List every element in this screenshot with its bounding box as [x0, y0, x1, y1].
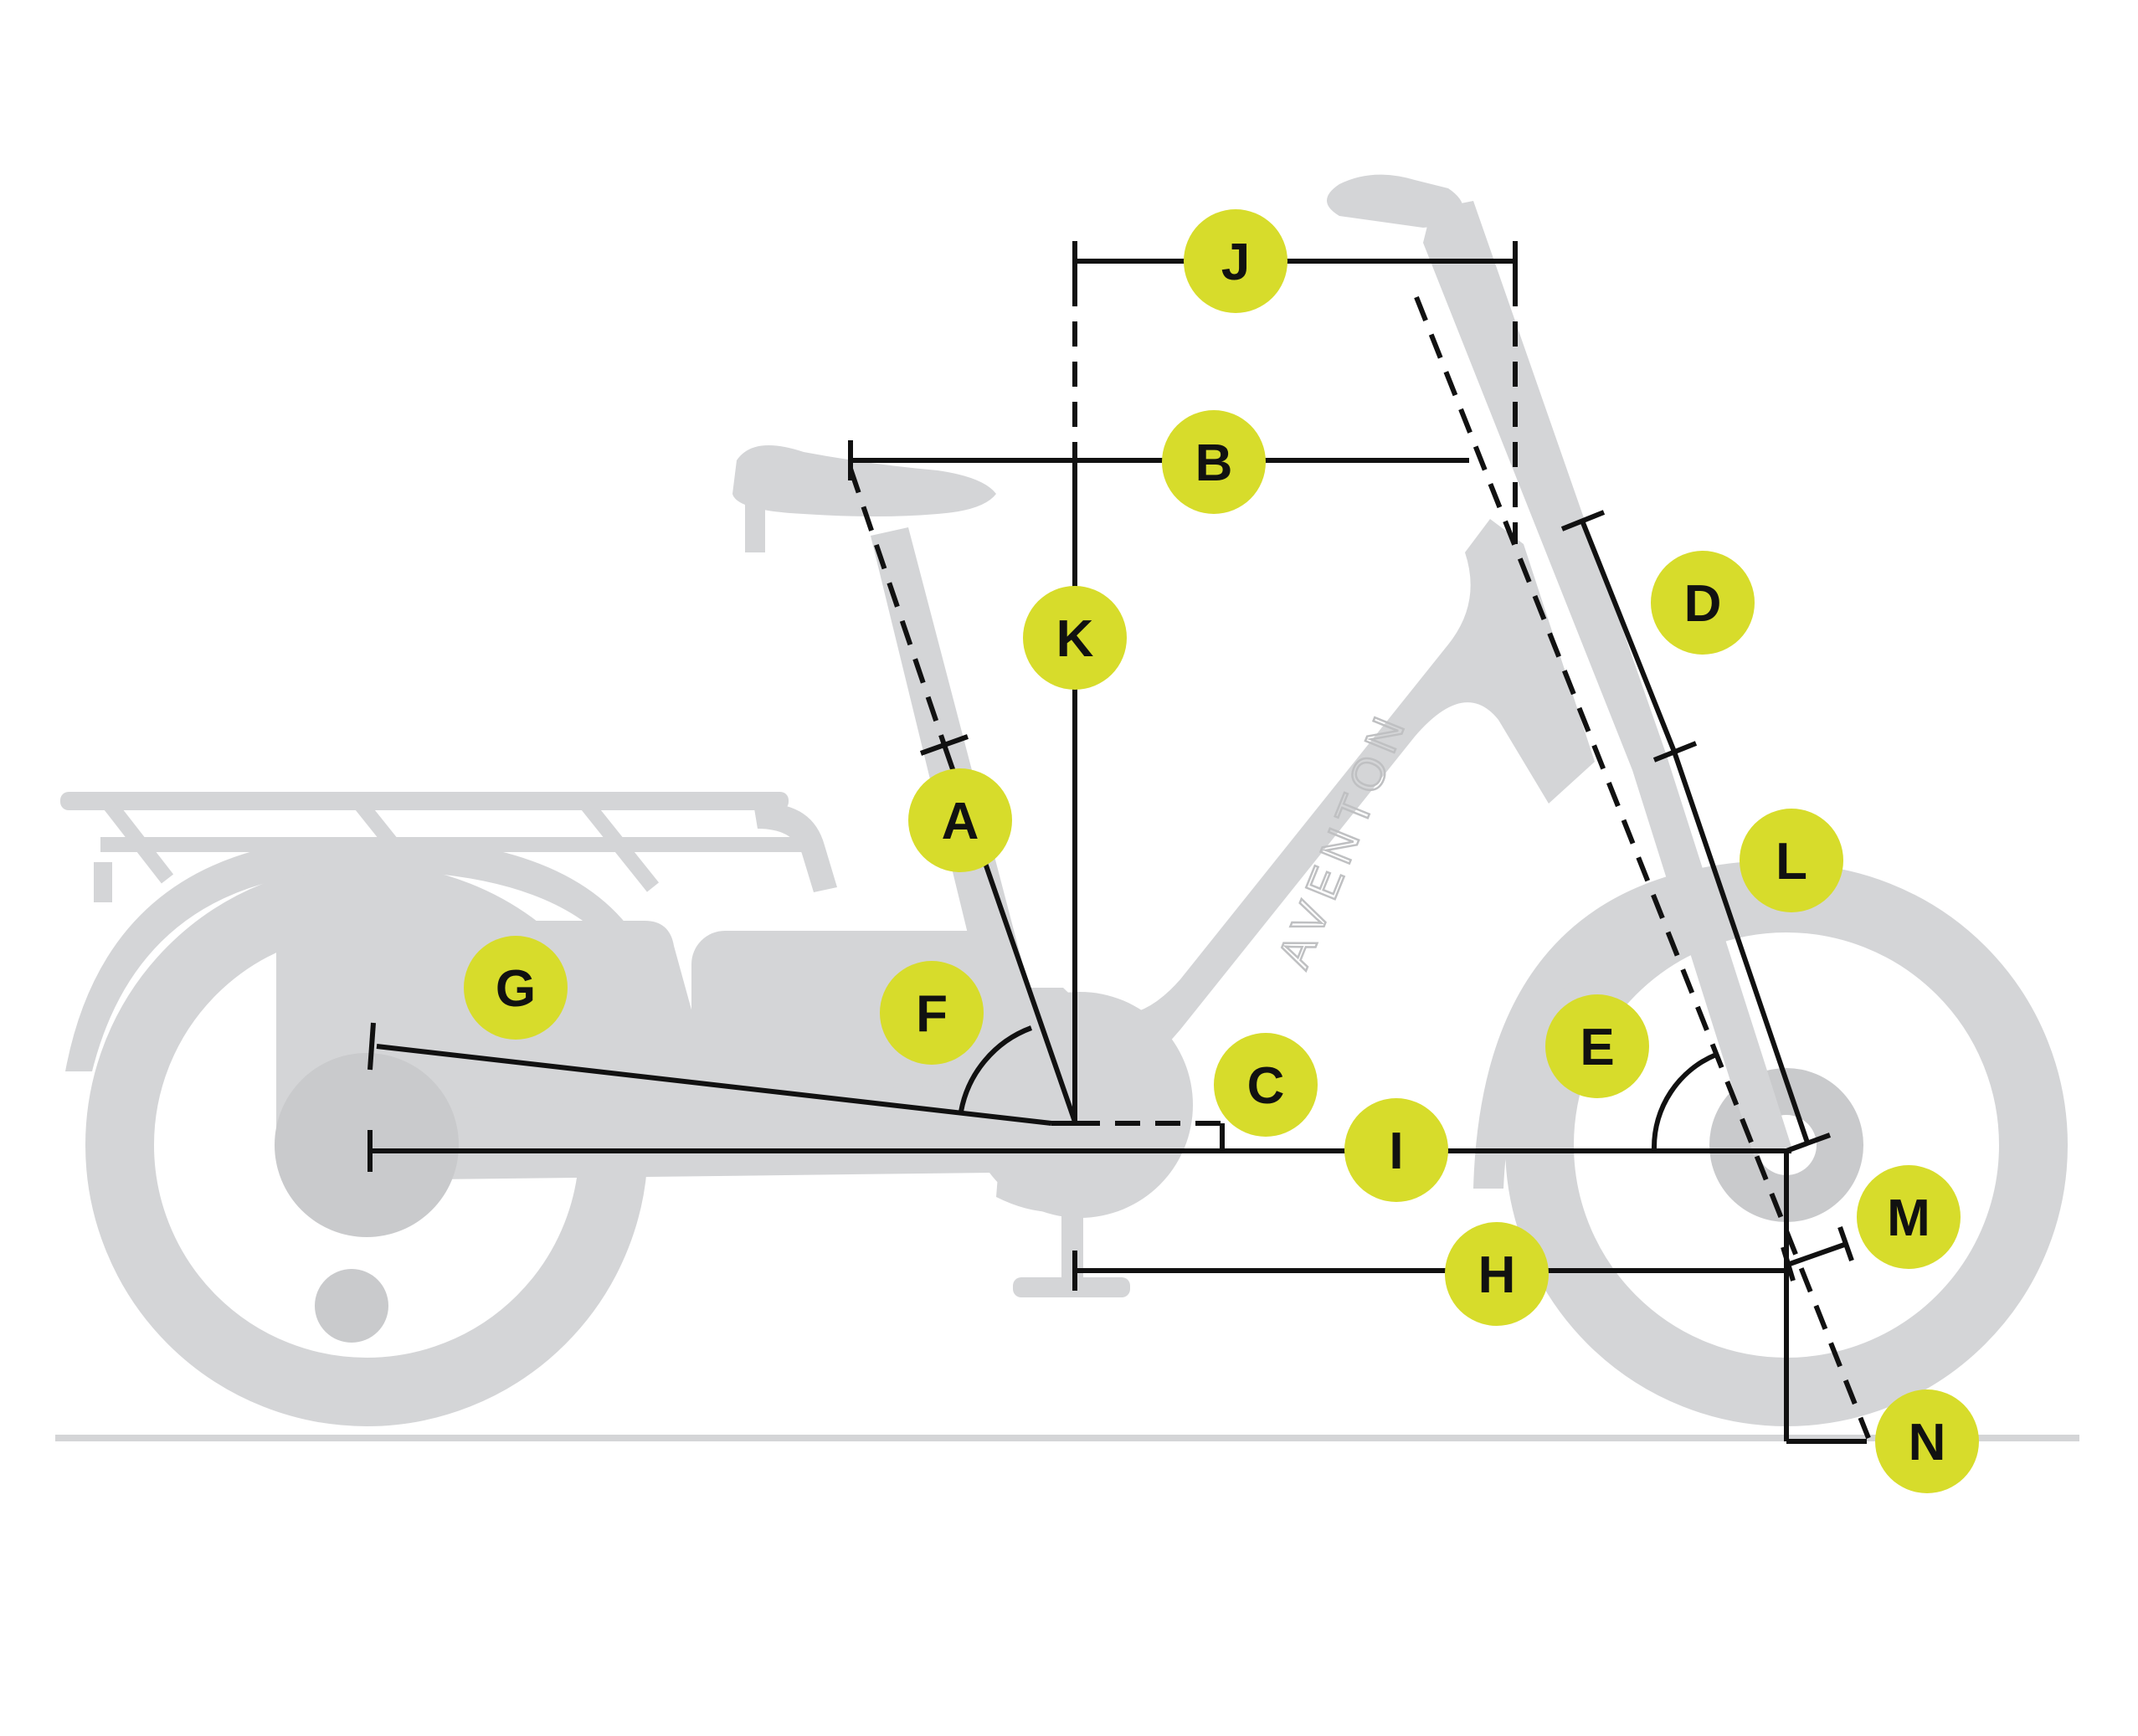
badge-e: E — [1545, 994, 1649, 1098]
svg-text:N: N — [1909, 1414, 1946, 1471]
bike-silhouette: AVENTON — [60, 174, 2068, 1426]
dim-g-line — [376, 1044, 1052, 1126]
badges: A B C D E F G H I J K L M N — [464, 209, 1979, 1493]
badge-f: F — [880, 961, 984, 1065]
badge-k: K — [1023, 586, 1127, 690]
badge-j: J — [1184, 209, 1287, 313]
dim-d-line — [1580, 519, 1677, 753]
dimension-lines — [367, 241, 1871, 1444]
svg-text:C: C — [1247, 1057, 1285, 1115]
badge-l: L — [1740, 809, 1843, 912]
dim-steering-axis — [1414, 295, 1871, 1440]
handlebar — [1327, 174, 1463, 228]
badge-m: M — [1857, 1165, 1961, 1269]
svg-text:K: K — [1056, 610, 1094, 668]
rear-fender — [65, 837, 636, 1071]
pedal — [1013, 1277, 1130, 1297]
dim-l-line — [1672, 751, 1811, 1146]
badge-g: G — [464, 936, 568, 1040]
badge-a: A — [908, 768, 1012, 872]
dim-m-line — [1789, 1241, 1848, 1266]
head-tube-fork — [1423, 201, 1791, 1155]
brand-lettering: AVENTON — [1268, 703, 1417, 975]
svg-text:I: I — [1389, 1122, 1403, 1180]
svg-text:B: B — [1195, 434, 1233, 492]
dim-f-arc — [959, 1025, 1033, 1112]
svg-text:M: M — [1887, 1189, 1930, 1247]
svg-text:J: J — [1221, 234, 1250, 291]
saddle — [732, 445, 996, 516]
svg-text:H: H — [1478, 1246, 1516, 1304]
badge-i: I — [1344, 1098, 1448, 1202]
svg-text:A: A — [942, 793, 979, 850]
badge-h: H — [1445, 1222, 1549, 1326]
svg-text:D: D — [1684, 575, 1722, 633]
badge-b: B — [1162, 410, 1266, 514]
svg-text:L: L — [1776, 833, 1807, 891]
svg-text:F: F — [916, 985, 948, 1043]
rear-rack — [60, 792, 837, 902]
badge-d: D — [1651, 551, 1755, 655]
svg-text:G: G — [496, 960, 536, 1018]
dim-e-arc — [1651, 1052, 1718, 1149]
front-fender — [1473, 862, 1746, 1189]
dim-a-dashed — [848, 468, 947, 746]
rear-cassette — [275, 1053, 459, 1237]
badge-c: C — [1214, 1033, 1318, 1137]
svg-text:E: E — [1580, 1019, 1614, 1076]
badge-n: N — [1875, 1389, 1979, 1493]
